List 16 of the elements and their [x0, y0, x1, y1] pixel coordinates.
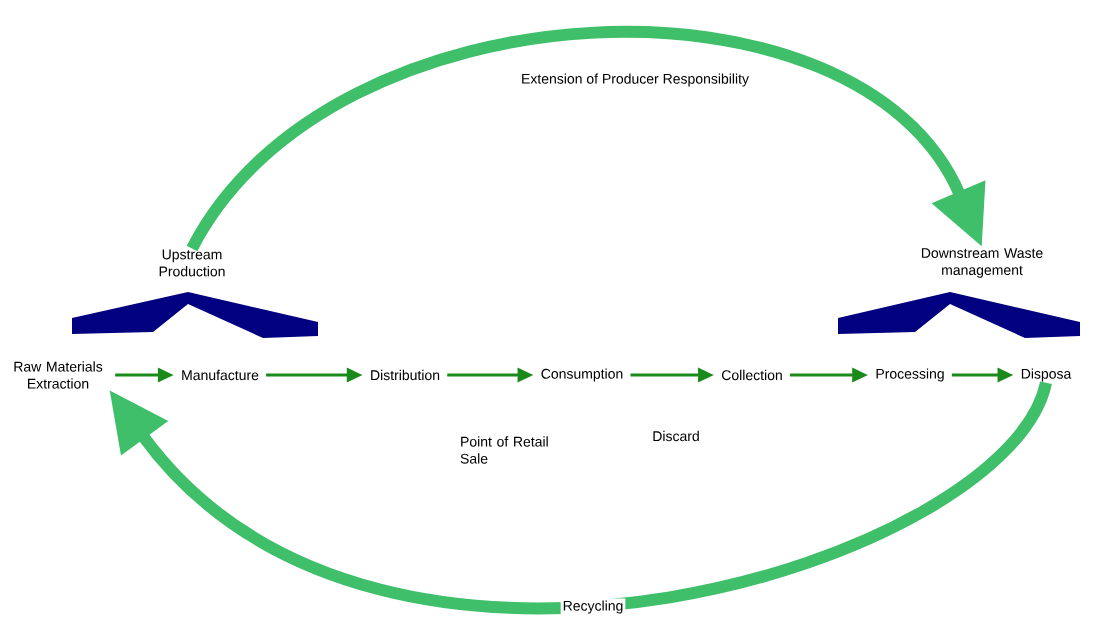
stage-label: Upstream Production — [159, 249, 225, 277]
stage-label: Downstream Waste management — [921, 248, 1043, 278]
chevron-bracket — [838, 292, 1080, 338]
stage-label: Disposa — [1021, 368, 1072, 382]
note-label: Point of Retail Sale — [460, 436, 548, 464]
stage-label: Distribution — [371, 369, 440, 381]
edge-label: Recycling — [563, 600, 623, 614]
stage-label: Raw Materials Extraction — [14, 361, 103, 389]
stage-label: Manufacture — [182, 369, 259, 381]
stage-label: Collection — [722, 369, 782, 381]
curved-arrow — [187, 26, 986, 252]
edge-label: Extension of Producer Responsibility — [522, 73, 749, 87]
chevron-bracket — [72, 292, 318, 338]
note-label: Discard — [653, 430, 699, 442]
stage-label: Processing — [876, 368, 944, 382]
stage-label: Consumption — [541, 368, 623, 382]
